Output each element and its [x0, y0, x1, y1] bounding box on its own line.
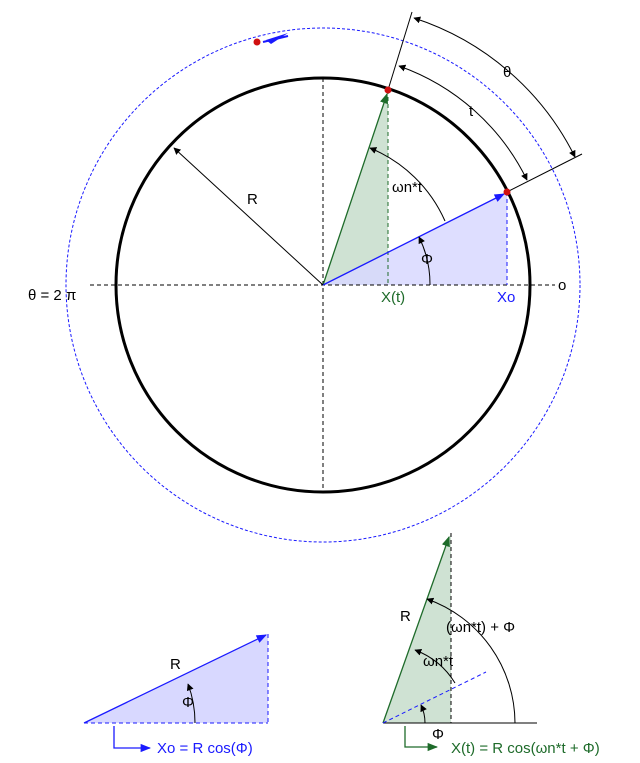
- br-equation: X(t) = R cos(ωn*t + Φ): [451, 740, 600, 757]
- bl-label-phi: Φ: [182, 694, 194, 711]
- br-hypotenuse: [382, 536, 450, 724]
- bottom-left-diagram: R Φ Xo = R cos(Φ): [83, 634, 269, 757]
- bl-equation: Xo = R cos(Φ): [157, 740, 253, 757]
- outer-dashed-circle: [65, 27, 581, 543]
- bottom-right-diagram: R (ωn*t) + Φ ωn*t Φ X(t) = R cos(ωn*t + …: [382, 533, 600, 757]
- br-phi-arc: [420, 704, 427, 724]
- br-phi-reference-line: [382, 671, 487, 724]
- br-label-R: R: [400, 608, 411, 625]
- radius-line: [173, 147, 324, 286]
- extension-line-upper: [387, 11, 413, 91]
- label-t: t: [469, 103, 474, 120]
- extension-line-lower: [506, 153, 583, 193]
- bl-hypotenuse: [83, 634, 267, 724]
- green-phasor: [322, 93, 388, 286]
- bl-equation-pointer: [113, 726, 152, 753]
- label-x-o: Xo: [497, 289, 515, 306]
- br-equation-pointer: [404, 726, 439, 752]
- br-label-total-angle: (ωn*t) + Φ: [446, 619, 515, 636]
- label-theta-top: θ: [503, 64, 511, 81]
- arc-t: [398, 64, 528, 181]
- blue-phasor: [322, 193, 505, 286]
- bl-phi-arc: [186, 683, 196, 724]
- label-R: R: [247, 191, 258, 208]
- rotation-arrow-tail: [262, 35, 289, 43]
- br-omega-arc: [414, 648, 456, 684]
- arc-omega-t: [369, 147, 446, 222]
- red-dot-lower: [503, 188, 511, 196]
- arc-theta: [413, 16, 576, 158]
- arc-phi: [418, 236, 431, 286]
- label-o: o: [558, 277, 566, 294]
- label-phi: Φ: [421, 251, 433, 268]
- label-omega-t: ωn*t: [392, 179, 423, 196]
- bl-label-R: R: [170, 656, 181, 673]
- circle-diagram: θ t R ωn*t Φ X(t) Xo o θ = 2 π: [28, 11, 583, 543]
- red-dot-upper: [384, 86, 392, 94]
- label-x-t: X(t): [381, 289, 405, 306]
- br-label-omega-t: ωn*t: [423, 653, 454, 670]
- br-total-angle-arc: [426, 597, 516, 724]
- br-label-phi: Φ: [432, 726, 444, 743]
- label-theta-2pi: θ = 2 π: [28, 287, 76, 304]
- red-dot-outer: [253, 38, 261, 46]
